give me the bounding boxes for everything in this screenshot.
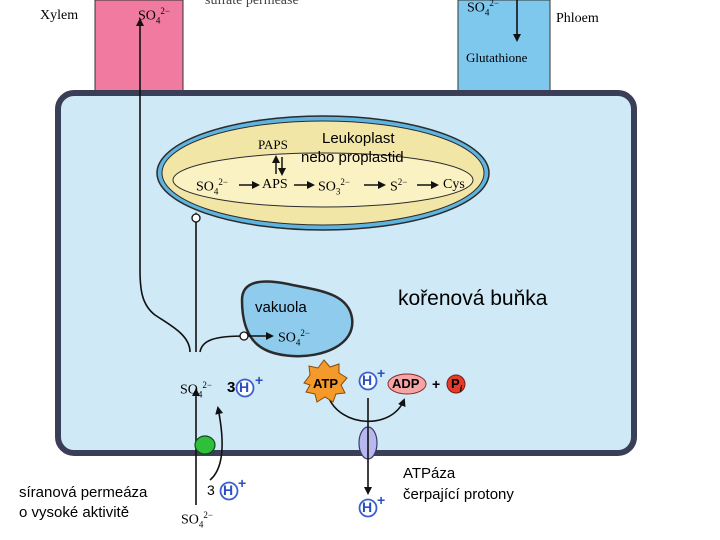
so4-outside: SO42− xyxy=(181,510,213,530)
permease-label-line2: o vysoké aktivitě xyxy=(19,504,130,521)
vacuole-transporter xyxy=(239,331,249,341)
xylem-vessel xyxy=(94,0,184,101)
proton-plus-atp-in: + xyxy=(377,365,386,381)
label-mask-right xyxy=(532,459,624,485)
plastid-transporter xyxy=(191,213,201,223)
proplastid-label: nebo proplastid xyxy=(301,149,404,166)
so3-label: SO32− xyxy=(318,177,350,197)
proton-plus-outside: + xyxy=(238,475,247,491)
pi-circle xyxy=(446,374,466,394)
glutathione-label: Glutathione xyxy=(466,50,528,65)
arrow-atp-to-adp xyxy=(327,395,406,423)
pi-label: Pi xyxy=(451,376,463,394)
adp-label: ADP xyxy=(392,376,420,391)
label-mask-atpase xyxy=(400,459,466,477)
arrow-proton-cotransport xyxy=(209,406,224,481)
atp-plus: + xyxy=(432,376,441,392)
atpase-label-line1: ATPáza xyxy=(403,465,456,482)
so4-xylem: SO42− xyxy=(138,6,170,26)
permease-label-line1: síranová permeáza xyxy=(19,484,148,501)
phloem-label: Phloem xyxy=(556,11,599,26)
so4-vacuole: SO42− xyxy=(278,328,310,348)
atp-label: ATP xyxy=(313,376,339,391)
so4-phloem: SO42− xyxy=(467,0,499,18)
vacuole-label: vakuola xyxy=(255,299,307,316)
cys-label: Cys xyxy=(443,177,465,192)
proton-circle-atp-in xyxy=(358,371,378,391)
so4-cytoplasm: SO42− xyxy=(180,380,212,400)
proton-coeff-outside: 3 xyxy=(207,482,215,498)
so4-plastid: SO42− xyxy=(196,177,228,197)
proton-coeff-cell: 3 xyxy=(227,379,236,396)
atpase-label-line2: čerpající protony xyxy=(403,486,514,503)
sulfate-permease xyxy=(194,435,216,455)
s-label: S2− xyxy=(390,177,408,195)
phloem-vessel xyxy=(457,0,551,97)
sulfate-permease-top-label: sulfate permease xyxy=(205,0,299,8)
proton-circle-cell xyxy=(235,378,255,398)
proton-circle-atp-out xyxy=(358,498,378,518)
aps-label: APS xyxy=(262,177,288,192)
proton-h-atp-in: H xyxy=(362,372,373,388)
proton-plus-atp-out: + xyxy=(377,492,386,508)
atp-burst xyxy=(303,359,348,403)
paps-label: PAPS xyxy=(258,137,288,152)
adp-oval xyxy=(387,373,427,395)
xylem-label: Xylem xyxy=(40,8,79,23)
leukoplast-label: Leukoplast xyxy=(322,130,395,147)
proton-h-atp-out: H xyxy=(362,499,373,515)
proton-h-cell: H xyxy=(239,379,250,395)
label-mask-left xyxy=(55,459,178,485)
proton-circle-outside xyxy=(219,481,239,501)
root-cell-label: kořenová buňka xyxy=(398,287,548,310)
proton-h-outside: H xyxy=(223,482,234,498)
proton-plus-cell: + xyxy=(255,372,264,388)
arrow-to-xylem xyxy=(136,18,191,353)
